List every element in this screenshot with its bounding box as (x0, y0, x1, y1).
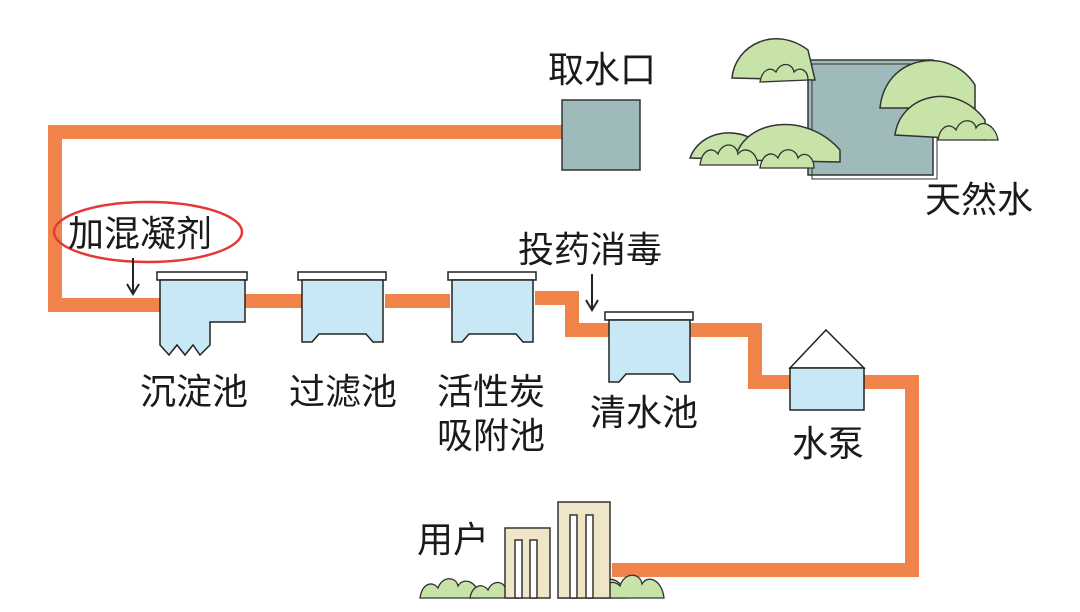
carbon-tank-body (451, 279, 534, 343)
pipe-intake-to-sedimentation (48, 125, 565, 312)
carbon-tank-label-line1: 活性炭 (437, 372, 545, 413)
pipe-carbon-to-clear (535, 291, 612, 337)
pump-body (789, 367, 865, 411)
pipe-network (48, 125, 919, 577)
highlight-circle (52, 200, 244, 264)
intake-label: 取水口 (548, 50, 656, 91)
natural-water-scene: 天然水 (688, 38, 1033, 221)
down-arrow-icon (585, 274, 599, 312)
filter-tank: 过滤池 (289, 271, 397, 413)
filter-tank-body (301, 279, 384, 343)
water-pump: 水泵 (788, 328, 866, 465)
sedimentation-body (159, 279, 246, 357)
apartment-building-icon (504, 501, 611, 599)
down-arrow-icon (126, 258, 140, 296)
sedimentation-tank-label: 沉淀池 (140, 372, 248, 413)
add-disinfectant-callout: 投药消毒 (518, 230, 662, 312)
add-disinfectant-label: 投药消毒 (518, 230, 662, 271)
filter-tank-label: 过滤池 (289, 372, 397, 413)
add-coagulant-label: 加混凝剂 (68, 214, 212, 255)
carbon-adsorption-tank: 活性炭 吸附池 (437, 271, 545, 457)
sedimentation-tank: 沉淀池 (140, 271, 248, 413)
intake-box (561, 99, 641, 171)
bush-icon (699, 63, 999, 169)
pipe-pump-to-users (612, 375, 919, 577)
users-label: 用户 (417, 520, 489, 561)
users-scene: 用户 (417, 501, 665, 599)
clear-water-tank-label: 清水池 (590, 393, 698, 434)
pipe-clear-to-pump (690, 323, 792, 389)
carbon-tank-label-line2: 吸附池 (437, 416, 545, 457)
add-coagulant-callout: 加混凝剂 (52, 200, 244, 296)
water-pump-label: 水泵 (792, 424, 864, 465)
natural-water-label: 天然水 (925, 180, 1033, 221)
clear-water-tank-body (608, 319, 691, 383)
intake-unit: 取水口 (548, 50, 656, 171)
pump-roof (788, 328, 866, 369)
clear-water-tank: 清水池 (590, 311, 698, 434)
